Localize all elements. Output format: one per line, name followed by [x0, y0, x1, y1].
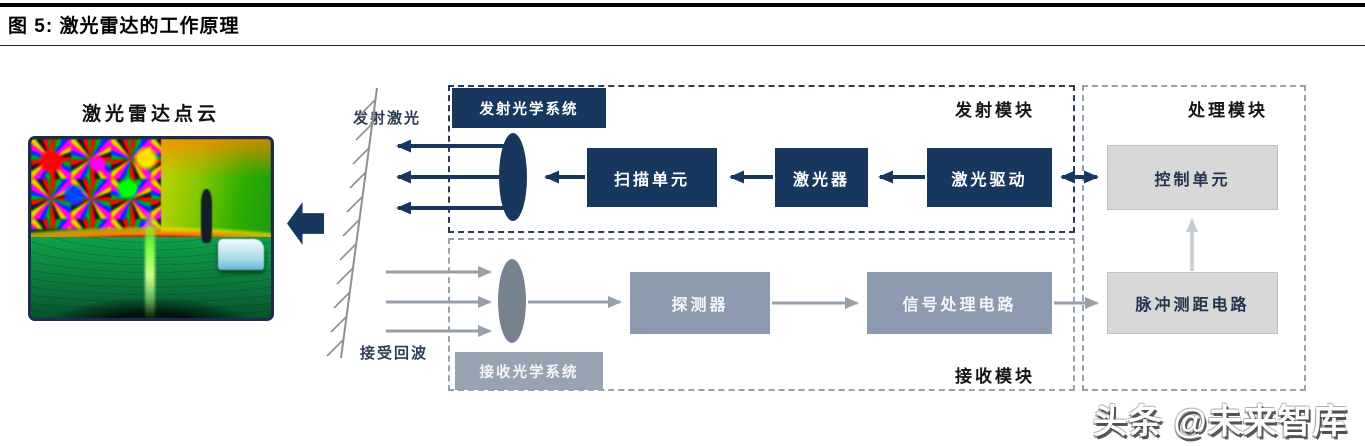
receive-optics-label-block: 接收光学系统 — [455, 352, 603, 390]
control-unit-block: 控制单元 — [1107, 145, 1278, 210]
signal-processing-block: 信号处理电路 — [867, 272, 1052, 334]
pointcloud-person-silhouette — [201, 189, 213, 243]
transmit-optics-label-block: 发射光学系统 — [452, 88, 606, 128]
pointcloud-image — [28, 136, 274, 321]
scan-unit-block: 扫描单元 — [587, 148, 717, 207]
detector-block: 探测器 — [630, 272, 770, 334]
receive-echo-label: 接受回波 — [360, 345, 429, 362]
title-divider — [0, 45, 1365, 46]
transmit-module-title: 发射模块 — [955, 101, 1035, 120]
laser-driver-block: 激光驱动 — [927, 148, 1052, 207]
target-wall-hatching — [326, 87, 378, 359]
emit-laser-label: 发射激光 — [353, 110, 422, 127]
receive-module-frame — [448, 238, 1075, 391]
receive-lens — [498, 259, 526, 343]
pointcloud-laser-streak — [145, 210, 155, 318]
figure-title: 图 5: 激光雷达的工作原理 — [8, 16, 240, 37]
watermark: 头条 @未来智库 — [1093, 403, 1348, 441]
top-rule — [0, 3, 1365, 7]
transmit-module-frame — [448, 85, 1075, 233]
output-arrow-icon — [287, 202, 324, 245]
pointcloud-car-shape — [218, 239, 264, 270]
processing-module-frame — [1082, 85, 1306, 391]
pointcloud-caption: 激光雷达点云 — [81, 104, 220, 125]
receive-module-title: 接收模块 — [955, 367, 1035, 386]
transmit-lens — [499, 133, 527, 221]
pulse-ranging-block: 脉冲测距电路 — [1107, 272, 1278, 334]
laser-block: 激光器 — [775, 148, 868, 207]
processing-module-title: 处理模块 — [1188, 101, 1268, 120]
